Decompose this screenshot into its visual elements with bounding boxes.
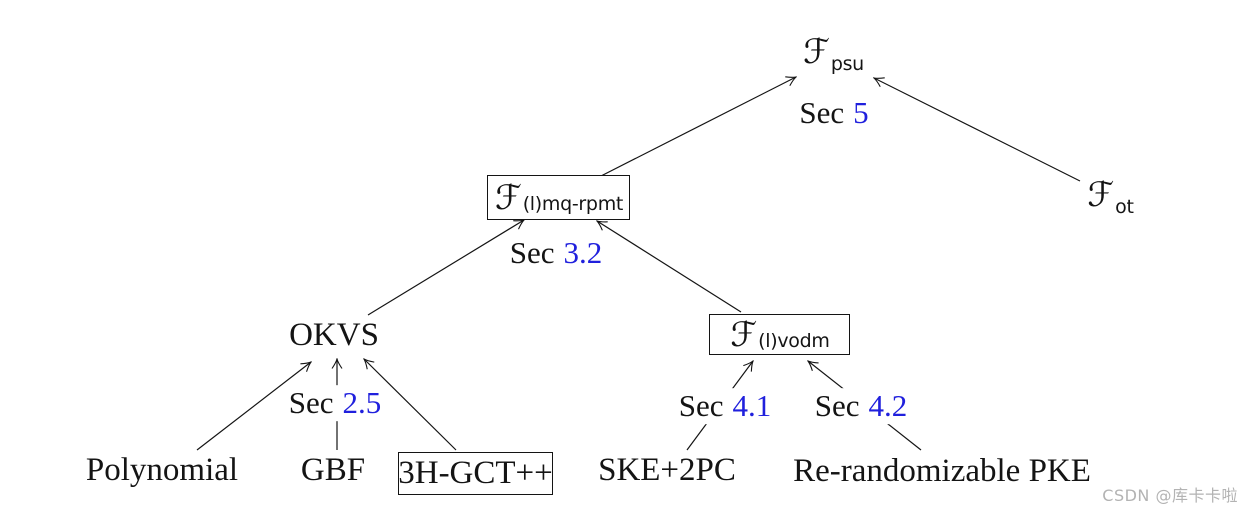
- script-f-symbol: ℱ: [1087, 175, 1115, 215]
- script-f-symbol: ℱ: [730, 314, 758, 355]
- edge-mqrpmt-to-psu: [600, 77, 796, 177]
- node-f-psu: ℱpsu: [803, 32, 864, 74]
- f-ot-subscript: ot: [1115, 196, 1134, 218]
- sec-prefix: Sec: [799, 95, 845, 131]
- edge-polynomial-to-okvs: [196, 362, 311, 451]
- sec-prefix: Sec: [814, 388, 860, 424]
- csdn-watermark: CSDN @库卡卡啦: [1102, 486, 1238, 505]
- sec-number: 3.2: [563, 235, 603, 271]
- node-polynomial: Polynomial: [85, 451, 239, 488]
- sec-prefix: Sec: [678, 388, 724, 424]
- edge-gct-to-okvs: [364, 359, 457, 451]
- edge-vodm-to-mqrpmt: [597, 221, 742, 313]
- edge-ot-to-psu: [874, 78, 1081, 182]
- node-f-mq-rpmt: ℱ(l)mq-rpmt: [487, 175, 630, 220]
- f-psu-subscript: psu: [830, 53, 864, 75]
- node-okvs: OKVS: [289, 316, 379, 353]
- f-vodm-subscript: (l)vodm: [758, 330, 830, 352]
- node-rerandomizable-pke: Re-randomizable PKE: [793, 452, 1091, 489]
- node-f-ot: ℱot: [1087, 175, 1134, 217]
- sec-number: 5: [853, 95, 869, 131]
- edge-okvs-to-mqrpmt: [367, 220, 524, 316]
- node-gbf: GBF: [300, 451, 366, 488]
- sec-prefix: Sec: [509, 235, 555, 271]
- node-f-vodm: ℱ(l)vodm: [709, 314, 850, 355]
- node-3h-gct: 3H-GCT++: [398, 452, 553, 495]
- script-f-symbol: ℱ: [494, 177, 522, 218]
- script-f-symbol: ℱ: [803, 32, 830, 72]
- sec-number: 4.2: [868, 388, 908, 424]
- node-ske-2pc: SKE+2PC: [598, 451, 736, 488]
- sec-number: 4.1: [732, 388, 772, 424]
- sec-prefix: Sec: [288, 385, 334, 421]
- f-mq-rpmt-subscript: (l)mq-rpmt: [522, 193, 624, 215]
- sec-number: 2.5: [342, 385, 382, 421]
